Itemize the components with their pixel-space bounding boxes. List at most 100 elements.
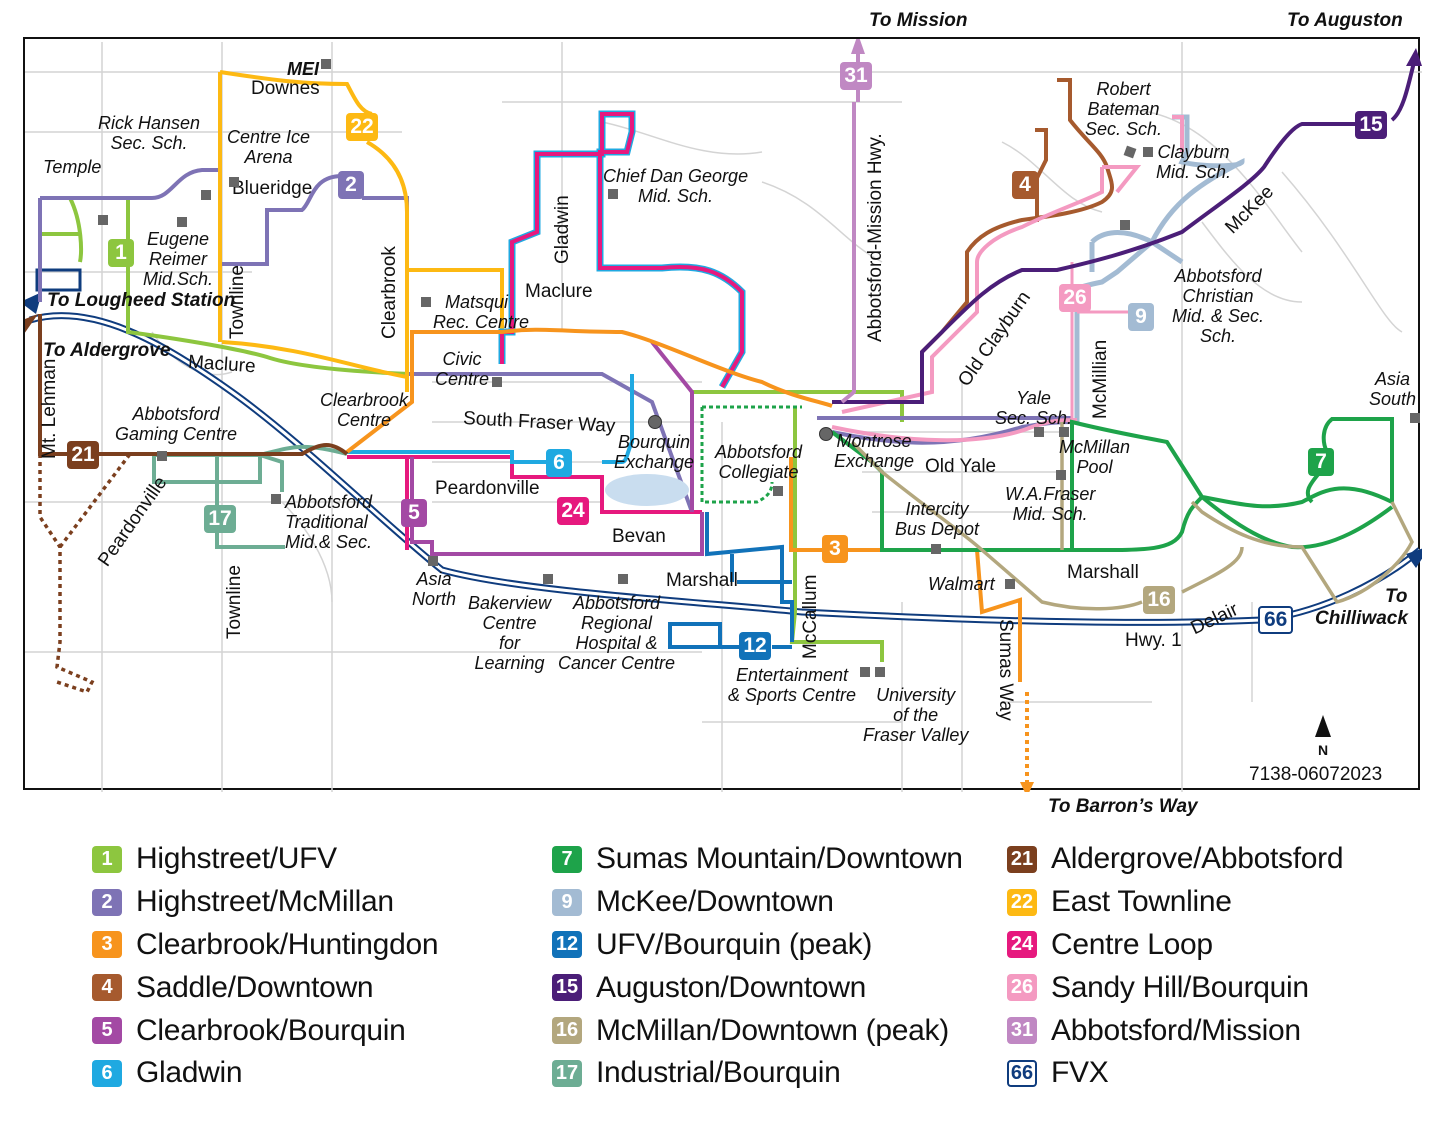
map-badge-route-4[interactable]: 4: [1012, 171, 1038, 199]
stop-entertainment-centre[interactable]: [860, 667, 870, 677]
map-badge-route-17[interactable]: 17: [204, 505, 236, 533]
stop-abbotsford-christian[interactable]: [1120, 220, 1130, 230]
route-12-line: [668, 512, 794, 649]
to-chilliwack-label-2: Chilliwack: [1315, 608, 1408, 629]
stop-traditional[interactable]: [271, 494, 281, 504]
road-abbotsford-mission-hwy: Abbotsford-Mission Hwy.: [865, 133, 886, 342]
stop-collegiate[interactable]: [773, 486, 783, 496]
map-badge-route-15[interactable]: 15: [1355, 111, 1387, 139]
map-badge-route-3[interactable]: 3: [822, 535, 848, 563]
road-blueridge: Blueridge: [232, 178, 313, 199]
stop-eugene-reimer[interactable]: [177, 217, 187, 227]
stop-asia-south[interactable]: [1410, 413, 1420, 423]
map-badge-route-6[interactable]: 6: [546, 449, 572, 477]
stop-gaming-centre[interactable]: [157, 451, 167, 461]
road-hwy1: Hwy. 1: [1125, 630, 1182, 651]
map-badge-route-5[interactable]: 5: [401, 499, 427, 527]
map-badge-route-21[interactable]: 21: [67, 441, 99, 469]
road-mt-lehman: Mt. Lehman: [39, 358, 60, 459]
place-mei: MEI: [287, 59, 320, 79]
map-badge-route-2[interactable]: 2: [338, 171, 364, 199]
map-badge-route-12[interactable]: 12: [739, 632, 771, 660]
road-bevan: Bevan: [612, 526, 666, 547]
stop-clayburn[interactable]: [1143, 147, 1153, 157]
bourquin-exchange-marker[interactable]: [648, 415, 662, 429]
stop-bakerview[interactable]: [543, 574, 553, 584]
route-24-6-lines: [347, 110, 746, 550]
map-badge-route-31[interactable]: 31: [840, 62, 872, 90]
road-townline-north: Townline: [227, 265, 248, 339]
to-auguston-label: To Auguston: [1287, 10, 1403, 31]
stop-wa-fraser[interactable]: [1056, 470, 1066, 480]
stop-yale[interactable]: [1034, 427, 1044, 437]
stop-mei[interactable]: [321, 59, 331, 69]
road-townline-south: Townline: [224, 565, 245, 639]
map-badge-route-22[interactable]: 22: [346, 113, 378, 141]
road-maclure-east: Maclure: [525, 281, 593, 302]
route-1-line: [40, 197, 904, 662]
place-walmart: Walmart: [928, 574, 995, 594]
stop-walmart[interactable]: [1005, 579, 1015, 589]
to-aldergrove-label: To Aldergrove: [43, 340, 171, 361]
stop-civic-centre[interactable]: [492, 377, 502, 387]
stop-intercity[interactable]: [931, 544, 941, 554]
map-badge-route-1[interactable]: 1: [108, 239, 134, 267]
road-peardonville: Peardonville: [435, 478, 540, 499]
road-clearbrook: Clearbrook: [379, 246, 400, 339]
stop-matsqui-rec[interactable]: [421, 297, 431, 307]
to-mission-label: To Mission: [869, 10, 968, 31]
map-badge-route-24[interactable]: 24: [557, 497, 589, 525]
road-mcmillan: McMillian: [1090, 339, 1111, 419]
stop-mcmillan-pool[interactable]: [1059, 427, 1069, 437]
map-badge-route-16[interactable]: 16: [1143, 586, 1175, 614]
map-badge-route-9[interactable]: 9: [1128, 303, 1154, 331]
map-code: 7138-06072023: [1249, 764, 1383, 785]
road-sumas-way: Sumas Way: [995, 619, 1016, 721]
stop-asia-north[interactable]: [428, 556, 438, 566]
stop-hospital[interactable]: [618, 574, 628, 584]
montrose-exchange-marker[interactable]: [819, 427, 833, 441]
route-map[interactable]: 1 2 22 4 26 9 15 31 7 6 24 5 3 12 16 66 …: [23, 37, 1422, 792]
north-arrow-icon: [1315, 715, 1331, 737]
stop-chief-dan-george[interactable]: [608, 189, 618, 199]
map-badge-route-66[interactable]: 66: [1258, 606, 1294, 634]
route-16-line: [850, 422, 1414, 611]
route-21-line: [25, 314, 349, 695]
stop-rick-hansen[interactable]: [201, 190, 211, 200]
road-marshall-east: Marshall: [1067, 562, 1139, 583]
stop-centre-ice[interactable]: [229, 177, 239, 187]
map-badge-route-26[interactable]: 26: [1059, 284, 1091, 312]
stop-ufv[interactable]: [875, 667, 885, 677]
place-temple: Temple: [43, 157, 102, 177]
stop-temple[interactable]: [98, 215, 108, 225]
map-badge-route-7[interactable]: 7: [1308, 448, 1334, 476]
